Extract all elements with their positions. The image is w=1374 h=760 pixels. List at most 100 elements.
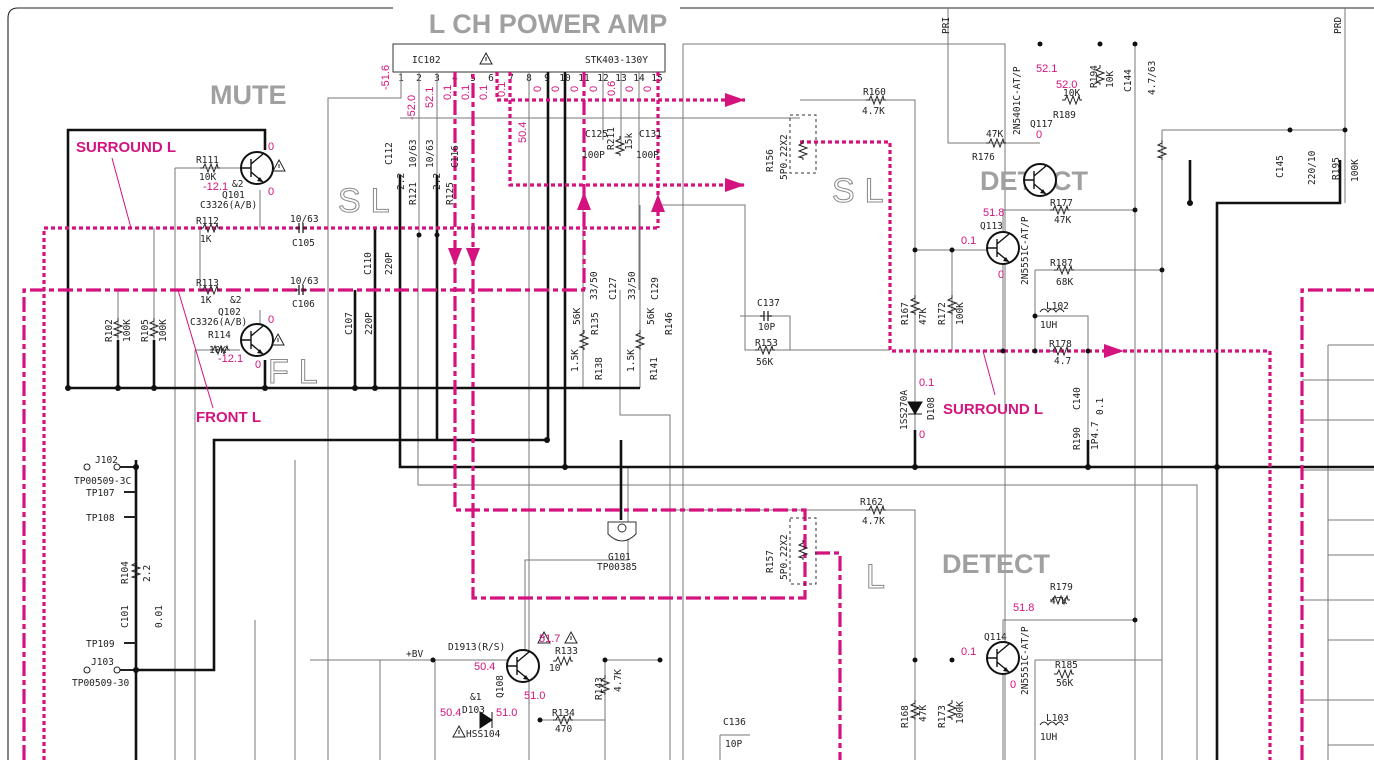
leader-line [111,157,132,229]
label: 47K [1054,215,1071,226]
label: J103 [91,657,114,668]
label: R167 [900,302,911,325]
voltage: 0 [998,269,1004,281]
label: 100K [122,319,133,342]
label: 10P [758,322,775,333]
pin-voltage: 0 [550,86,562,92]
channel-l: L [866,558,895,596]
voltage: 0 [268,186,274,198]
label: R104 [120,561,131,584]
label: R105 [140,319,151,342]
label: R185 [1055,660,1078,671]
label: HSS104 [466,729,501,740]
label: R176 [972,152,995,163]
label: 1UH [1040,732,1057,743]
rail-prd: PRD [1333,17,1344,34]
label: R112 [196,216,219,227]
label: R160 [863,87,886,98]
voltage: 0.1 [919,377,934,389]
label: R125 [445,182,456,205]
label: L103 [1046,713,1069,724]
ic-pin: 7 [508,73,514,84]
label: 1.5K [626,349,637,372]
label: L102 [1046,301,1069,312]
label: 10P [725,739,742,750]
label: Q101 [222,190,245,201]
channel-sl-left: SL [338,182,400,220]
label: 220P [364,312,375,335]
label: &2 [230,295,241,306]
transistor-q114 [986,641,1020,675]
label: G101 [608,552,631,563]
label: 5P0.22X2 [779,534,790,580]
label: 56K [646,308,657,325]
label: Q113 [980,221,1003,232]
label: R162 [860,497,883,508]
arrow-down-icon [448,248,462,266]
label: 0.1 [1095,398,1106,415]
amp-circuit: C112 10/63 10/63 C116 R121 2.2 R125 2.2 … [384,87,887,585]
label: 10/63 [425,139,436,168]
voltage: 0 [268,141,274,153]
detect-top-circuit: Q117 2N5401C-AT/P R189 10K R194 10K C144… [899,61,1361,450]
voltage: 0 [919,429,925,441]
voltage: 51.7 [539,633,560,645]
rail-bv: +BV [406,649,423,660]
label: TP108 [86,513,115,524]
label: 100P [582,150,605,161]
label: 2.2 [396,173,407,190]
label: C145 [1275,155,1286,178]
ic-part: STK403-130Y [585,55,648,66]
label: C144 [1123,69,1134,92]
voltage: -12.1 [218,353,243,365]
signal-label-surround-right: SURROUND L [943,401,1043,418]
label: R178 [1049,339,1072,350]
voltage: -12.1 [203,181,228,193]
label: R134 [552,708,575,719]
pin-voltage: 0 [642,86,654,92]
voltage: 51.0 [524,690,545,702]
label: R179 [1050,582,1073,593]
label: 100K [955,302,966,325]
diode-d103 [479,711,493,729]
label: 0.01 [154,605,165,628]
label: R189 [1053,110,1076,121]
voltage: 0 [1010,679,1016,691]
voltage: 51.0 [496,707,517,719]
signal-label-surround: SURROUND L [76,139,176,156]
label: TP00509-3C [74,476,131,487]
label: J102 [95,455,118,466]
label: R156 [765,149,776,172]
detect-bottom-circuit: Q114 2N5551C-AT/P R179 47K R185 56K L103… [900,582,1078,743]
pin-voltage: 0.1 [460,85,472,100]
label: C127 [608,277,619,300]
arrow-right-icon [725,93,745,107]
label: 33/50 [627,271,638,300]
label: 10/63 [408,139,419,168]
label: 220P [384,252,395,275]
transistor-q117 [1023,163,1057,197]
label: TP109 [86,639,115,650]
label: 56K [1056,678,1073,689]
label: C140 [1072,387,1083,410]
pin-voltage: 0 [588,86,600,92]
arrow-right-icon [1104,344,1124,358]
label: 2N5401C-AT/P [1012,66,1023,135]
label: R114 [208,330,231,341]
node-voltage: 50.4 [517,122,529,143]
label: 1SS270A [899,390,910,430]
label: 100K [955,701,966,724]
label: C3326(A/B) [200,200,257,211]
label: 47K [918,308,929,325]
voltage: 52.0 [1056,79,1077,91]
label: C137 [757,298,780,309]
label: 2N5551C-AT/P [1020,626,1031,695]
voltage: 50.4 [474,661,495,673]
pin-voltage: -51.6 [380,65,392,90]
leader-line [177,289,214,409]
label: R153 [755,338,778,349]
label: D103 [462,705,485,716]
label: R113 [196,278,219,289]
label: R138 [594,357,605,380]
channel-sl-right: SL [832,172,894,210]
